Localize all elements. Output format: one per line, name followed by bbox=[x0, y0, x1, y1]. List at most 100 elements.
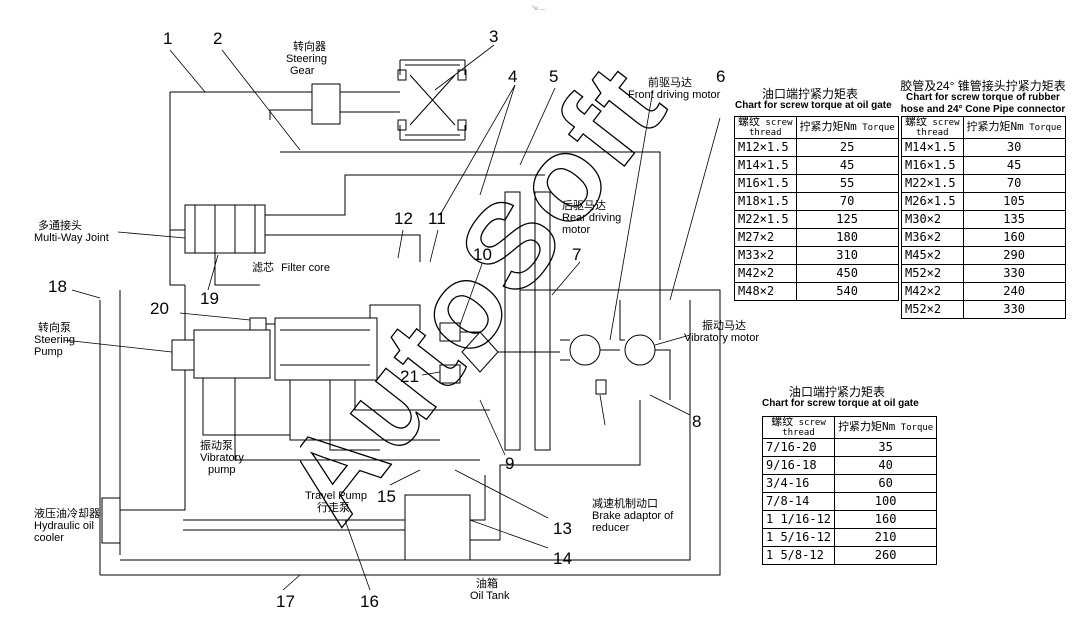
torque-cell: 70 bbox=[795, 192, 899, 211]
hydraulic-cooler-block bbox=[101, 497, 121, 544]
torque-cell: 105 bbox=[962, 192, 1066, 211]
thread-cell: 1 5/8-12 bbox=[761, 546, 836, 565]
thread-cell: 9/16-18 bbox=[761, 456, 836, 475]
torque-cell: 310 bbox=[795, 246, 899, 265]
callout-1: 1 bbox=[163, 29, 173, 48]
thread-cell: M52×2 bbox=[901, 264, 964, 283]
table-title-cn: 油口端拧紧力矩表 bbox=[761, 87, 858, 101]
hydraulic-line bbox=[329, 380, 380, 451]
torque-cell: 30 bbox=[962, 138, 1066, 157]
label-en: cooler bbox=[34, 532, 64, 544]
hydraulic-line bbox=[289, 380, 440, 441]
steering-cylinder bbox=[399, 125, 466, 141]
table-title-rubber-hose: 胶管及24° 锥管接头拧紧力矩表 Chart for screw torque … bbox=[898, 80, 1068, 116]
thread-cell: M33×2 bbox=[734, 246, 797, 265]
thread-cell: M26×1.5 bbox=[901, 192, 964, 211]
leader-line bbox=[454, 469, 549, 519]
hydraulic-line bbox=[470, 400, 641, 541]
label-cn: 振动马达 bbox=[702, 320, 746, 332]
label-cn: 多通接头 bbox=[38, 220, 82, 232]
leader-line bbox=[389, 469, 421, 486]
label-en: Steering bbox=[286, 53, 327, 65]
multi-way-joint-block bbox=[184, 204, 266, 254]
steering-pump-block bbox=[171, 339, 195, 371]
label-en: Vibratory motor bbox=[684, 332, 759, 344]
table-title-oil-gate-imperial: 油口端拧紧力矩表 Chart for screw torque at oil g… bbox=[762, 386, 919, 410]
steering-cylinder bbox=[399, 59, 466, 75]
thread-cell: M16×1.5 bbox=[901, 156, 964, 175]
hydraulic-line bbox=[214, 253, 260, 286]
hydraulic-line bbox=[100, 289, 721, 576]
label-cn: 液压油冷却器 bbox=[34, 508, 100, 520]
vibratory-pump-block bbox=[193, 329, 271, 379]
table-title-en: hose and 24° Cone Pipe connector bbox=[900, 104, 1066, 115]
callout-20: 20 bbox=[150, 299, 169, 318]
leader-line bbox=[221, 49, 301, 151]
leader-line bbox=[344, 519, 371, 591]
header-mark: °u .... bbox=[532, 6, 547, 12]
label-en: Pump bbox=[34, 346, 63, 358]
leader-line bbox=[429, 229, 439, 263]
oil-tank-block bbox=[404, 494, 471, 561]
torque-cell: 70 bbox=[962, 174, 1066, 193]
thread-cell: M27×2 bbox=[734, 228, 797, 247]
label-en: Front driving motor bbox=[628, 89, 721, 101]
steering-linkage bbox=[409, 74, 456, 126]
hydraulic-line bbox=[234, 378, 480, 461]
callout-6: 6 bbox=[716, 67, 726, 86]
label-en: reducer bbox=[592, 522, 630, 534]
torque-cell: 45 bbox=[962, 156, 1066, 175]
callout-13: 13 bbox=[553, 519, 572, 538]
leader-line bbox=[479, 84, 516, 196]
hydraulic-line bbox=[265, 174, 545, 216]
callout-12: 12 bbox=[394, 209, 413, 228]
rear-drive-valve bbox=[439, 364, 461, 384]
table-title-en: Chart for screw torque at oil gate bbox=[762, 398, 919, 409]
label-cn: 减速机制动口 bbox=[592, 498, 658, 510]
drive-shaft bbox=[504, 191, 521, 451]
leader-line bbox=[439, 84, 516, 216]
table-title-oil-gate-metric: 油口端拧紧力矩表 Chart for screw torque at oil g… bbox=[735, 87, 892, 112]
label-filter-core: 滤芯 Filter core bbox=[252, 262, 330, 274]
callout-5: 5 bbox=[549, 67, 559, 86]
callout-19: 19 bbox=[200, 289, 219, 308]
torque-cell: 125 bbox=[795, 210, 899, 229]
thread-cell: M12×1.5 bbox=[734, 138, 797, 157]
watermark-text: AutoSoft bbox=[300, 60, 692, 546]
watermark-graphic: AutoSoft bbox=[300, 60, 693, 547]
hydraulic-line bbox=[354, 380, 490, 411]
torque-cell: 450 bbox=[795, 264, 899, 283]
hydraulic-line bbox=[340, 91, 400, 113]
label-en: Filter core bbox=[281, 262, 330, 274]
drive-shaft bbox=[534, 191, 551, 451]
torque-cell: 260 bbox=[834, 546, 938, 565]
label-cn: 转向器 bbox=[293, 41, 326, 53]
label-oil-tank: 油箱 Oil Tank bbox=[470, 578, 510, 602]
thread-cell: 7/8-14 bbox=[761, 492, 836, 511]
label-vibratory-motor: 振动马达 Vibratory motor bbox=[684, 320, 759, 344]
thread-cell: 1 5/16-12 bbox=[761, 528, 836, 547]
filter-core-block bbox=[249, 317, 267, 331]
thread-cell: M42×2 bbox=[901, 282, 964, 301]
thread-cell: M52×2 bbox=[901, 300, 964, 319]
